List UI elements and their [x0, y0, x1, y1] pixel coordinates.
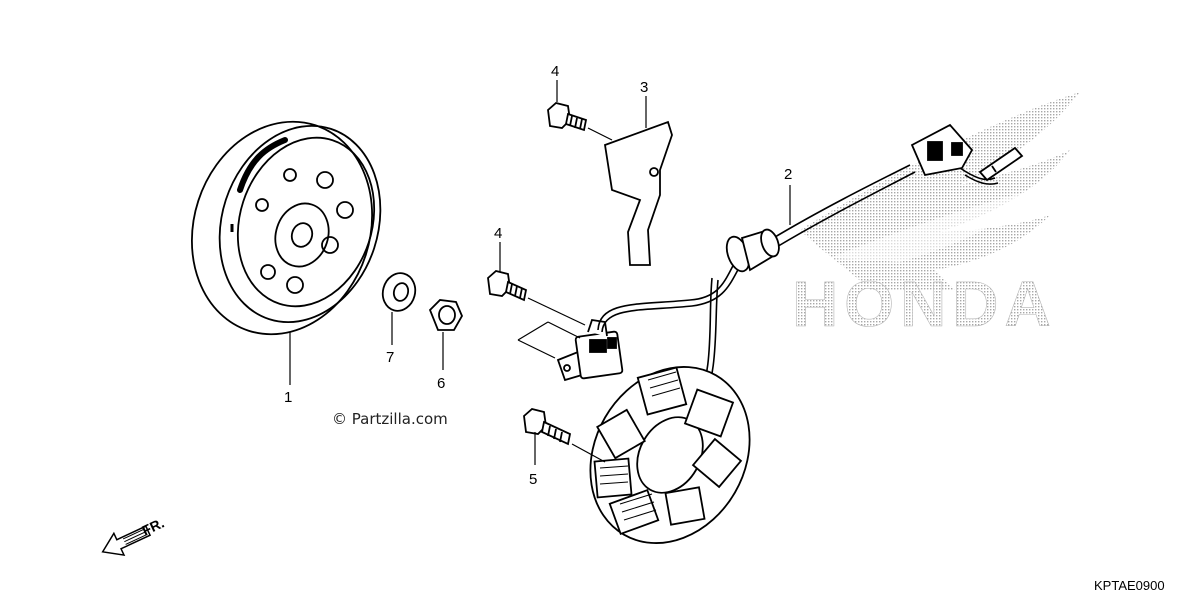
pulse-generator-part [556, 318, 624, 382]
callout-2: 2 [784, 166, 792, 183]
front-arrow-icon [101, 525, 152, 557]
front-direction-indicator: FR. [101, 515, 167, 557]
front-label: FR. [139, 515, 166, 539]
diagram-code: KPTAE0900 [1094, 578, 1165, 593]
bracket-part [603, 120, 673, 266]
pulse-generator-bracket-lines [517, 321, 581, 359]
main-connector-part [910, 123, 974, 177]
callout-leaders [289, 80, 791, 465]
nut-part [428, 299, 464, 331]
callout-7: 7 [386, 349, 394, 366]
bolt-part-bottom [523, 408, 572, 446]
brand-name: HONDA [792, 268, 1057, 340]
honda-wing-logo: HONDA [792, 92, 1080, 340]
bullet-connector-part [978, 146, 1024, 182]
callout-1: 1 [284, 389, 292, 406]
bolt-part-top [547, 102, 588, 132]
bolt-part-middle [487, 270, 528, 302]
bolt-middle-guide [527, 297, 586, 326]
watermark-text: © Partzilla.com [332, 410, 448, 428]
stator-part [589, 366, 751, 544]
callout-4-top: 4 [551, 63, 559, 80]
grommet-part [725, 228, 780, 273]
bolt-top-guide [587, 127, 613, 141]
callout-3: 3 [640, 79, 648, 96]
washer-part [381, 272, 417, 312]
wire-harness [597, 164, 999, 413]
callout-6: 6 [437, 375, 445, 392]
callout-4-middle: 4 [494, 225, 502, 242]
flywheel-part [190, 120, 382, 336]
callout-5: 5 [529, 471, 537, 488]
bolt-bottom-guide [571, 443, 606, 463]
